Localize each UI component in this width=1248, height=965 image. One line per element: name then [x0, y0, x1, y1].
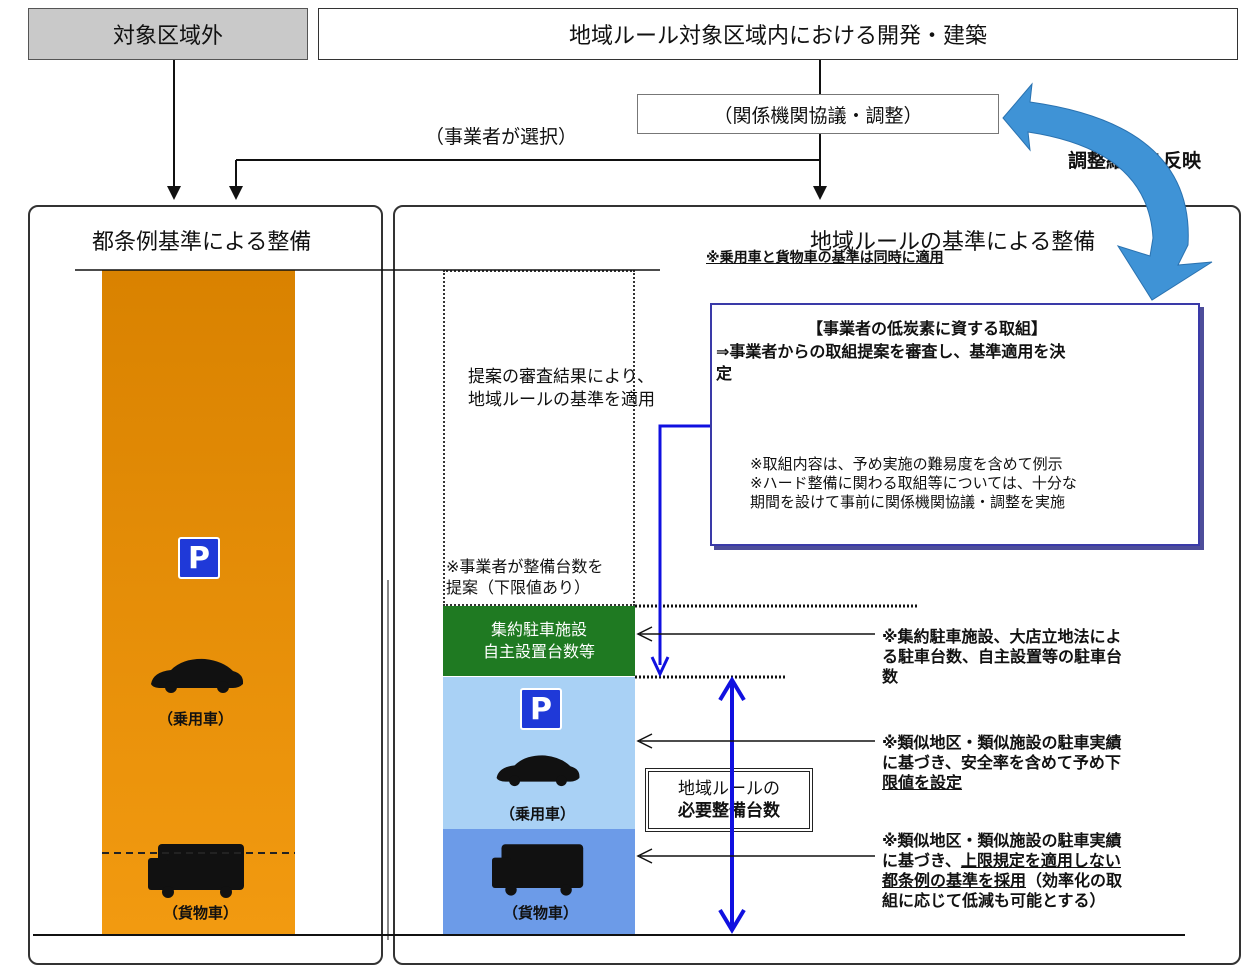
note-upper-limit: ※類似地区・類似施設の駐車実績 に基づき、上限規定を適用しない 都条例の基準を採… — [882, 831, 1122, 911]
in-area-label: 地域ルール対象区域内における開発・建築 — [568, 24, 987, 49]
arrow-left-down-head — [167, 186, 181, 200]
proposal-dotted-box — [443, 270, 635, 606]
arrow-right-down-head — [813, 186, 827, 200]
note-lower-limit-line2: に基づき、安全率を含めて予め下 — [882, 753, 1121, 772]
required-count-line2: 必要整備台数 — [678, 801, 780, 821]
out-of-area-box: 対象区域外 — [28, 8, 308, 60]
callout-note1: ※取組内容は、予め実施の難易度を含めて例示 — [750, 455, 1063, 473]
note-upper-limit-line1: ※類似地区・類似施設の駐車実績 — [882, 831, 1122, 850]
right-panel-title: 地域ルールの基準による整備 — [810, 230, 1096, 255]
required-count-line1: 地域ルールの — [678, 779, 780, 799]
parking-sign-label: P — [188, 540, 210, 576]
callout-connector — [658, 424, 710, 665]
car-icon-right — [493, 750, 583, 792]
proposal-text: 提案の審査結果により、 地域ルールの基準を適用 — [468, 366, 655, 412]
callout-note2: ※ハード整備に関わる取組等については、十分な — [750, 474, 1077, 492]
callout-line1: ⇒事業者からの取組提案を審査し、基準適用を決 — [716, 342, 1066, 361]
note-lower-limit: ※類似地区・類似施設の駐車実績 に基づき、安全率を含めて予め下 限値を設定 — [882, 733, 1122, 793]
note-lower-limit-line1: ※類似地区・類似施設の駐車実績 — [882, 733, 1122, 752]
note-aggregated-line2: る駐車台数、自主設置等の駐車台 — [882, 647, 1123, 666]
note-upper-limit-line2b: 上限規定を適用しない — [960, 851, 1121, 870]
note-arrow-1-head — [636, 626, 653, 642]
note-aggregated: ※集約駐車施設、大店立地法によ る駐車台数、自主設置等の駐車台 数 — [882, 627, 1122, 687]
propose-count-line1: ※事業者が整備台数を — [446, 557, 604, 576]
truck-icon-right — [492, 840, 587, 902]
truck-caption: （貨物車） — [163, 904, 239, 922]
out-of-area-label: 対象区域外 — [112, 24, 223, 49]
required-range-arrow-bottom — [718, 908, 746, 934]
note-arrow-3-head — [636, 848, 653, 864]
proposal-text-line1: 提案の審査結果により、 — [468, 367, 654, 387]
note-upper-limit-line2: に基づき、上限規定を適用しない — [882, 851, 1122, 871]
aggregated-parking-line1: 集約駐車施設 — [490, 620, 587, 639]
note-aggregated-line3: 数 — [882, 667, 899, 686]
required-count-box: 地域ルールの 必要整備台数 — [645, 768, 813, 832]
propose-count-line2: 提案（下限値あり） — [446, 578, 591, 597]
note-arrow-2-head — [636, 733, 653, 749]
arrow-branch-head — [229, 186, 243, 200]
callout-notes: ※取組内容は、予め実施の難易度を含めて例示 ※ハード整備に関わる取組等については… — [750, 455, 1077, 512]
in-area-box: 地域ルール対象区域内における開発・建築 — [318, 8, 1238, 60]
aggregated-parking-box: 集約駐車施設 自主設置台数等 — [443, 606, 635, 676]
car-caption: （乗用車） — [158, 710, 234, 728]
consult-label: （関係機関協議・調整） — [713, 104, 923, 127]
parking-sign-icon: P — [178, 537, 220, 579]
callout-line2: 定 — [716, 364, 733, 383]
consult-box: （関係機関協議・調整） — [637, 94, 999, 134]
callout-title: 【事業者の低炭素に資する取組】 — [807, 319, 1048, 338]
aggregated-parking-line2: 自主設置台数等 — [482, 642, 595, 661]
choose-label: （事業者が選択） — [425, 126, 578, 148]
low-carbon-callout: 【事業者の低炭素に資する取組】 ⇒事業者からの取組提案を審査し、基準適用を決 定… — [710, 303, 1200, 546]
note-upper-limit-line3: 都条例の基準を採用（効率化の取 — [882, 871, 1122, 891]
ordinance-parking-column — [102, 270, 295, 935]
note-lower-limit-line3: 限値を設定 — [882, 773, 963, 792]
required-range-arrow-top — [718, 676, 746, 702]
car-caption-right: （乗用車） — [500, 805, 576, 823]
connector-overlay — [33, 60, 1213, 940]
proposal-text-line2: 地域ルールの基準を適用 — [468, 390, 655, 410]
truck-caption-right: （貨物車） — [503, 904, 579, 922]
note-upper-limit-line3a: 都条例の基準を採用 — [882, 871, 1027, 890]
callout-note3: 期間を設けて事前に関係機関協議・調整を実施 — [750, 493, 1066, 511]
parking-sign-icon-right: P — [520, 688, 562, 730]
truck-icon — [148, 840, 248, 904]
car-icon — [147, 654, 247, 698]
note-upper-limit-line3b: （効率化の取 — [1026, 871, 1123, 890]
note-aggregated-line1: ※集約駐車施設、大店立地法によ — [882, 627, 1122, 646]
left-panel-title: 都条例基準による整備 — [92, 230, 312, 255]
parking-sign-label-right: P — [530, 691, 552, 727]
right-panel-subtitle: ※乗用車と貨物車の基準は同時に適用 — [706, 250, 944, 266]
callout-connector-head — [650, 656, 670, 678]
propose-count-text: ※事業者が整備台数を 提案（下限値あり） — [446, 556, 603, 598]
note-upper-limit-line4: 組に応じて低減も可能とする） — [882, 891, 1106, 910]
curved-reflect-arrow — [1002, 82, 1213, 301]
note-upper-limit-line2a: に基づき、 — [882, 851, 961, 870]
